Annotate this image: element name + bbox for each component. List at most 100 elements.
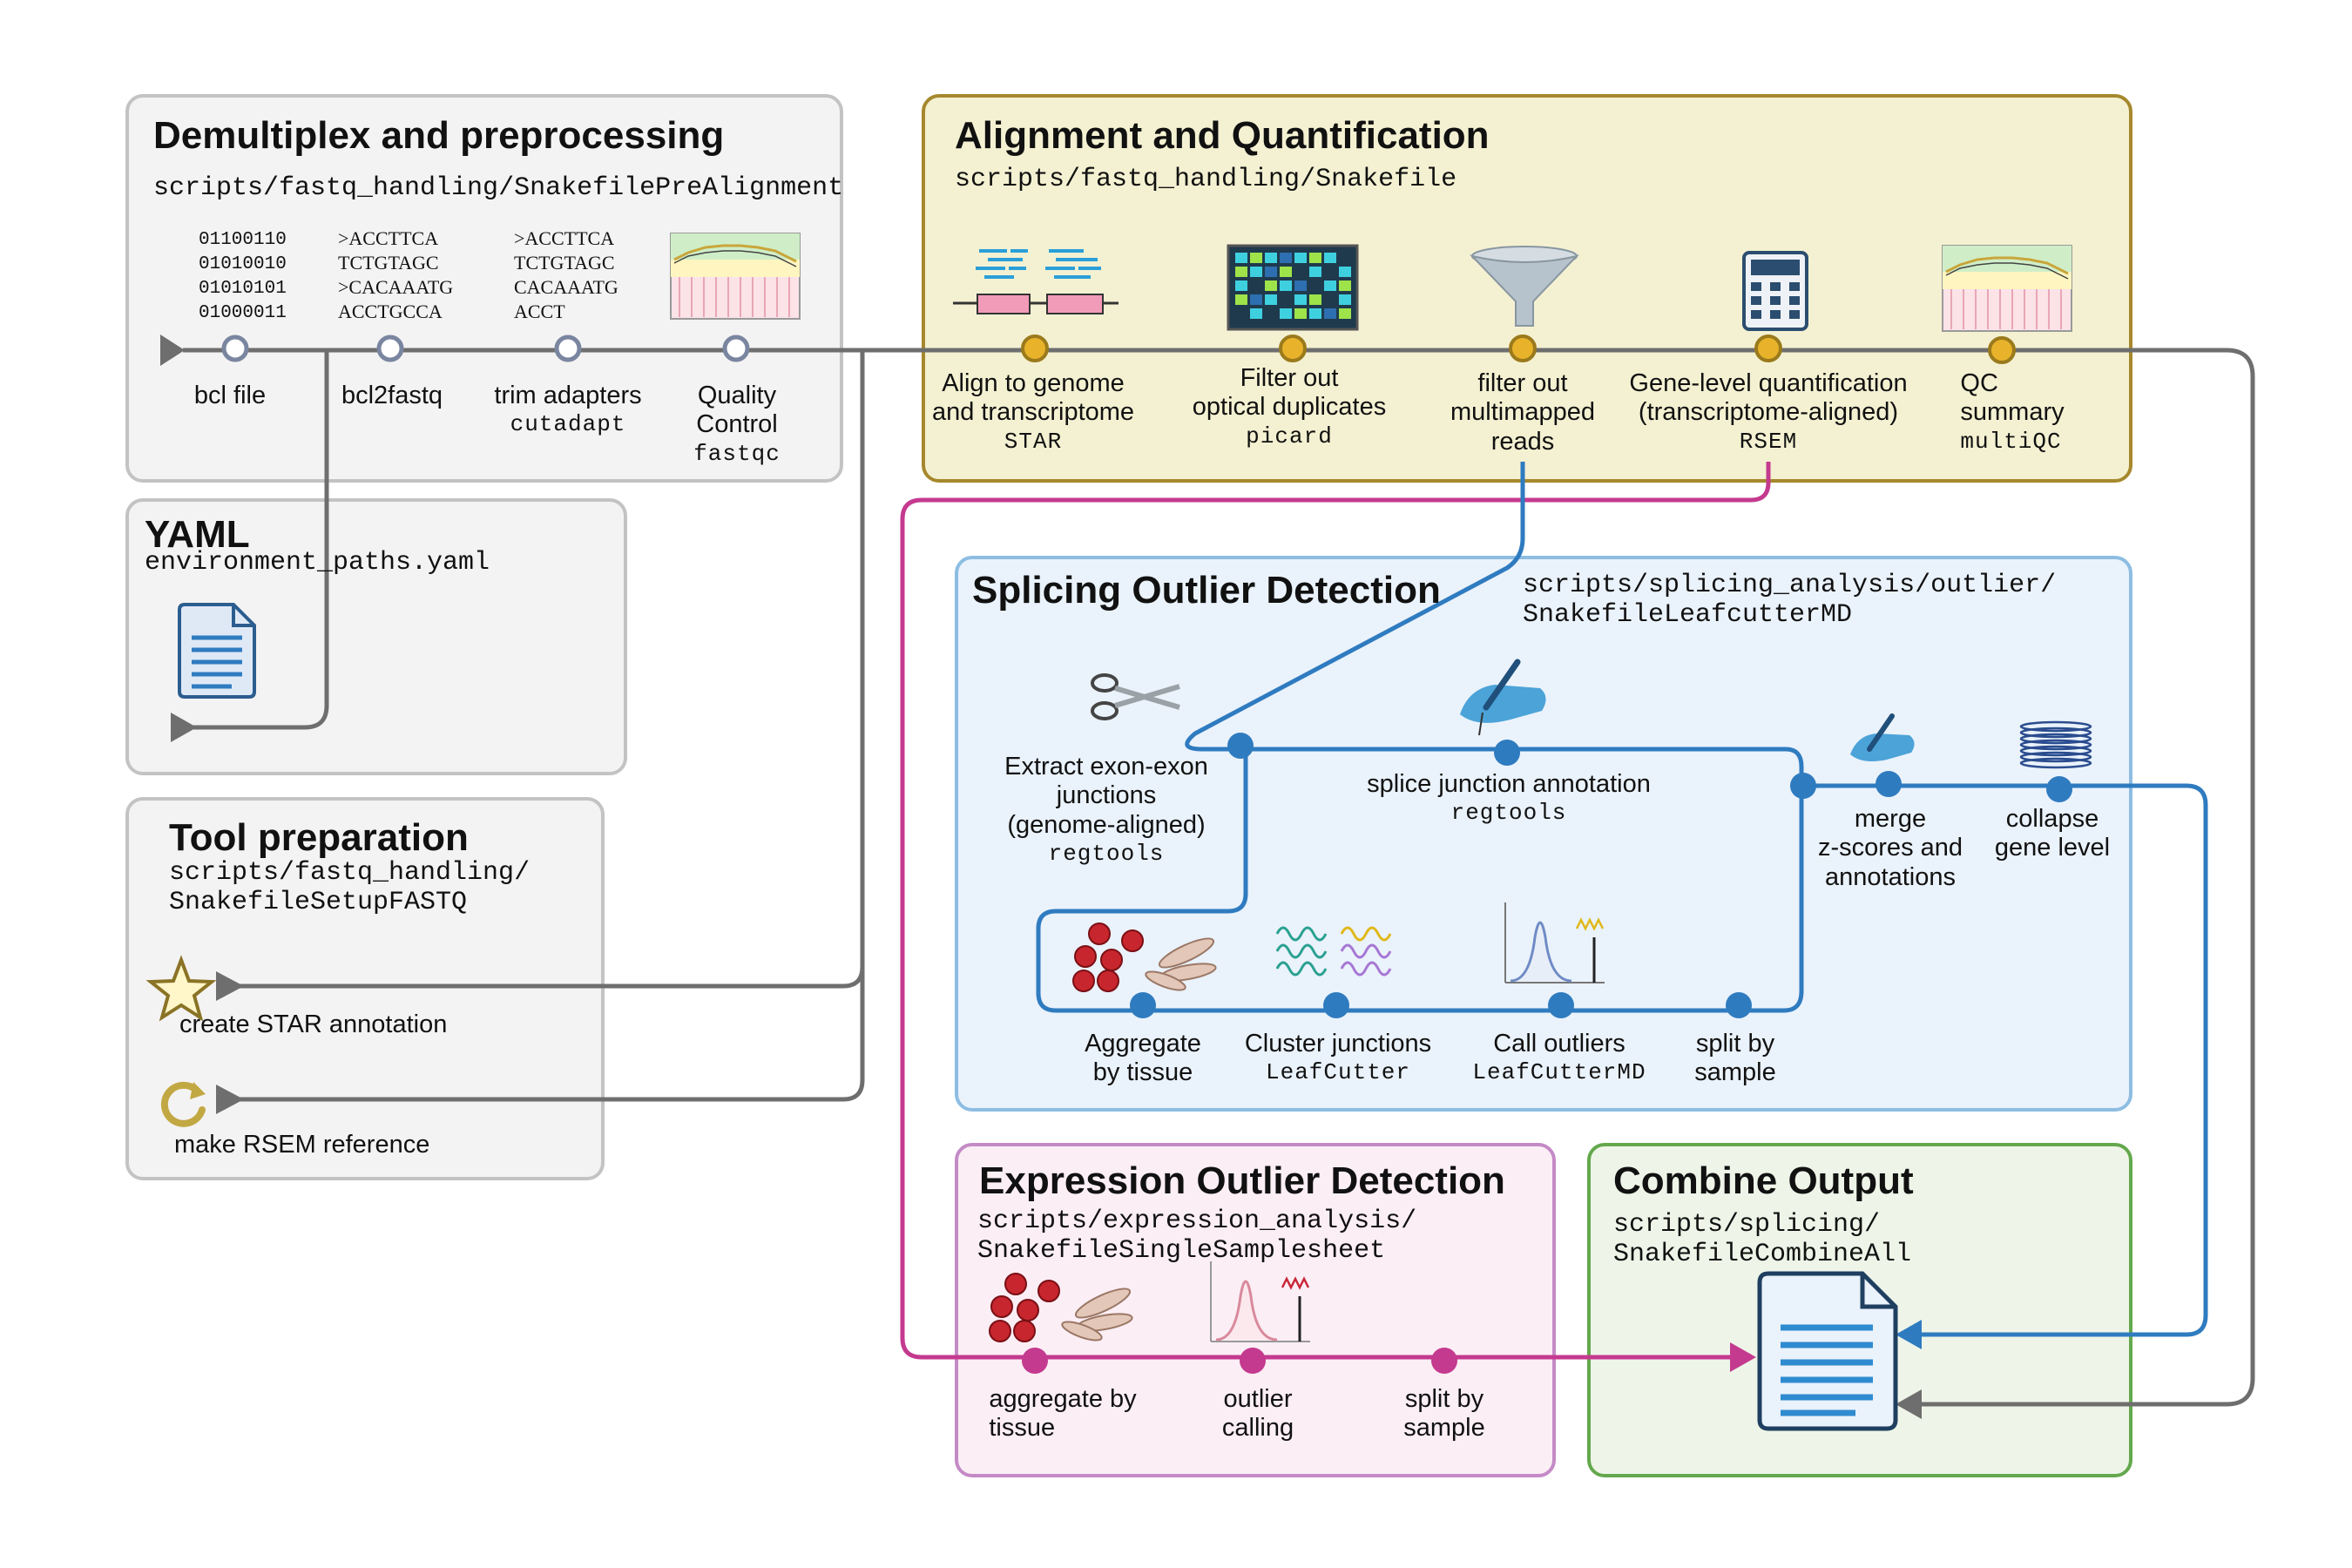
document-icon — [1757, 1271, 1898, 1431]
node-call-outliers — [1548, 992, 1574, 1018]
step-expr-outlier: outlier calling — [1221, 1385, 1294, 1443]
combine-magenta-arrow — [1730, 1342, 1756, 1372]
tool-multiqc: multiQC — [1960, 428, 2062, 455]
combine-blue-arrow — [1896, 1320, 1922, 1349]
splice-panel — [955, 556, 2132, 1112]
step-multimapped: filter out multimapped reads — [1450, 369, 1596, 456]
node-bcl-file — [221, 335, 249, 362]
node-star — [1021, 335, 1049, 362]
node-trim — [554, 335, 582, 362]
demux-path: scripts/fastq_handling/SnakefilePreAlign… — [153, 173, 844, 203]
coil-icon — [2019, 720, 2092, 769]
hand-writing-icon — [1460, 659, 1546, 736]
node-collapse — [2046, 776, 2072, 802]
step-aggregate-tissue: Aggregate by tissue — [1085, 1030, 1201, 1087]
yaml-arrow — [171, 713, 197, 742]
node-rsem — [1754, 335, 1782, 362]
combine-gray-arrow — [1896, 1389, 1922, 1419]
step-expr-aggregate: aggregate by tissue — [989, 1385, 1137, 1443]
node-picard — [1279, 335, 1307, 362]
node-split-splice — [1726, 992, 1752, 1018]
gray-yaml-branch — [193, 350, 329, 730]
node-multimap — [1509, 335, 1537, 362]
step-gene-quant: Gene-level quantification (transcriptome… — [1629, 369, 1908, 455]
tool-cutadapt: cutadapt — [510, 411, 626, 438]
gray-start-arrow — [160, 335, 185, 366]
toolprep-path: scripts/fastq_handling/ SnakefileSetupFA… — [169, 858, 531, 917]
tool-star: STAR — [1004, 428, 1063, 455]
tool-regtools: regtools — [1048, 841, 1165, 868]
yaml-path: environment_paths.yaml — [145, 548, 490, 578]
step-expr-split: split by sample — [1403, 1385, 1485, 1443]
cells-icon — [1072, 923, 1217, 992]
item-rsem-reference: make RSEM reference — [174, 1131, 430, 1159]
expr-path: scripts/expression_analysis/ SnakefileSi… — [977, 1206, 1417, 1266]
scissors-icon — [1091, 673, 1180, 720]
node-expr-split — [1431, 1348, 1457, 1374]
step-merge: merge z-scores and annotations — [1817, 805, 1963, 891]
gray-main-line — [183, 348, 2255, 1407]
align-title: Alignment and Quantification — [955, 114, 1490, 157]
step-collapse: collapse gene level — [1994, 805, 2111, 862]
funnel-icon — [1469, 246, 1580, 327]
gray-rsem-branch — [235, 958, 865, 1102]
distribution-icon — [1504, 902, 1605, 983]
step-bcl-file: bcl file — [193, 382, 267, 409]
step-bcl2fastq: bcl2fastq — [341, 382, 443, 409]
node-join — [1790, 773, 1816, 799]
magenta-line — [900, 462, 1771, 1360]
trimmed-reads-icon: >ACCTTCA TCTGTAGC CACAAATG ACCT — [514, 227, 618, 322]
tool-regtools: regtools — [1450, 800, 1567, 827]
node-merge — [1876, 771, 1902, 797]
blue-line-out — [1801, 783, 2208, 1337]
distribution-icon — [1210, 1261, 1310, 1342]
refresh-icon — [160, 1081, 206, 1127]
qc-plot-icon — [1942, 245, 2072, 332]
tool-fastqc: fastqc — [693, 440, 781, 467]
expr-panel — [955, 1143, 1556, 1477]
hand-writing-icon — [1850, 713, 1915, 761]
fastq-reads-icon: >ACCTTCA TCTGTAGC >CACAAATG ACCTGCCA — [338, 227, 454, 322]
node-expr-aggregate — [1022, 1348, 1048, 1374]
node-bcl2fastq — [376, 335, 404, 362]
read-alignment-icon — [953, 249, 1119, 314]
waves-icon — [1275, 926, 1392, 977]
star-arrow — [216, 971, 244, 1001]
node-cluster — [1323, 992, 1349, 1018]
binary-data-icon: 01100110 01010010 01010101 01000011 — [199, 230, 287, 323]
step-extract-junctions: Extract exon-exon junctions (genome-alig… — [1004, 753, 1208, 868]
toolprep-title: Tool preparation — [169, 816, 469, 859]
tool-leafcuttermd: LeafCutterMD — [1472, 1059, 1646, 1086]
blue-line-in — [1036, 462, 1804, 1013]
combine-path: scripts/splicing/ SnakefileCombineAll — [1613, 1210, 1912, 1269]
node-expr-outlier — [1240, 1348, 1266, 1374]
star-icon — [145, 955, 217, 1022]
splice-title: Splicing Outlier Detection — [972, 569, 1441, 612]
tool-rsem: RSEM — [1739, 428, 1798, 455]
node-splice-annotation — [1494, 740, 1520, 766]
cells-icon — [989, 1273, 1133, 1342]
node-extract-junctions — [1227, 733, 1254, 759]
yaml-title: YAML — [145, 513, 250, 556]
combine-title: Combine Output — [1613, 1159, 1914, 1202]
node-multiqc — [1988, 336, 2016, 364]
tool-leafcutter: LeafCutter — [1265, 1059, 1411, 1086]
document-icon — [178, 603, 256, 699]
splice-path: scripts/splicing_analysis/outlier/ Snake… — [1523, 571, 2057, 630]
flowcell-grid-icon — [1227, 244, 1359, 331]
node-qc — [722, 335, 750, 362]
align-path: scripts/fastq_handling/Snakefile — [955, 165, 1457, 194]
node-aggregate — [1130, 992, 1156, 1018]
demux-title: Demultiplex and preprocessing — [153, 114, 725, 157]
qc-plot-icon — [670, 233, 801, 320]
